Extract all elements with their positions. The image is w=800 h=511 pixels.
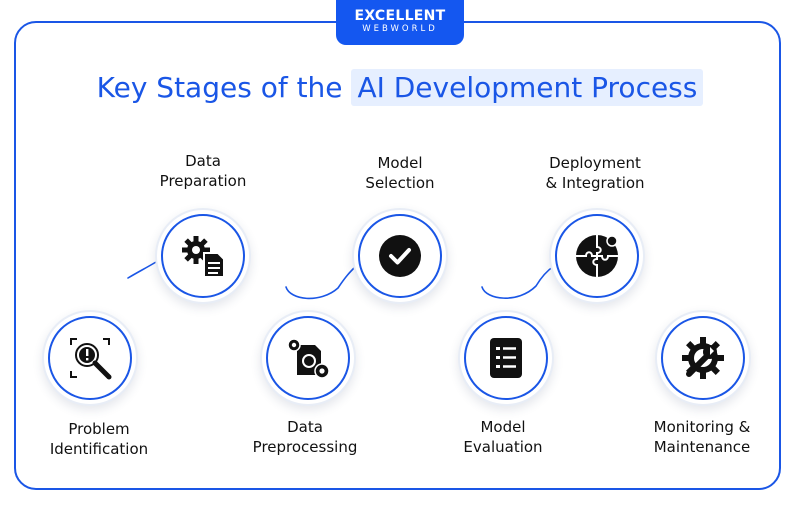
stage-label-data-preprocessing: Data Preprocessing	[220, 417, 390, 457]
brand-name-line1: EXCELLENT	[354, 8, 446, 24]
stage-label-problem-identification: Problem Identification	[14, 419, 184, 459]
stage-node-deployment-integration	[549, 208, 645, 304]
document-gears-icon	[287, 338, 330, 379]
brand-logo: EXCELLENT WEBWORLD	[336, 0, 464, 45]
stage-label-line1: Deployment	[549, 154, 641, 172]
wrench-gear-icon	[682, 337, 724, 379]
stage-label-line1: Model	[377, 154, 423, 172]
stage-label-line1: Data	[185, 152, 221, 170]
checklist-icon	[490, 338, 522, 378]
brand-name-line2: WEBWORLD	[362, 24, 438, 34]
stage-node-model-selection	[352, 208, 448, 304]
stage-label-line2: Preprocessing	[252, 438, 358, 456]
stage-label-line2: Identification	[49, 440, 149, 458]
stage-label-deployment-integration: Deployment & Integration	[510, 153, 680, 193]
stage-label-line1: Data	[287, 418, 323, 436]
stage-label-monitoring-maintenance: Monitoring & Maintenance	[617, 417, 787, 457]
stage-label-model-evaluation: Model Evaluation	[418, 417, 588, 457]
stage-node-monitoring-maintenance	[655, 310, 751, 406]
stage-label-line1: Model	[480, 418, 526, 436]
stage-label-line2: Selection	[365, 174, 435, 192]
search-warning-icon	[70, 338, 112, 380]
title-highlight: AI Development Process	[351, 69, 704, 106]
connector-evaluation-to-deployment	[481, 265, 555, 299]
page-title: Key Stages of the AI Development Process	[0, 69, 800, 106]
stage-label-line1: Problem	[68, 420, 130, 438]
stage-node-model-evaluation	[458, 310, 554, 406]
puzzle-icon	[576, 235, 618, 277]
stage-label-line2: Evaluation	[463, 438, 543, 456]
stage-label-line2: & Integration	[545, 174, 645, 192]
stage-node-data-preparation	[155, 208, 251, 304]
check-circle-icon	[379, 235, 421, 277]
connector-preprocessing-to-selection	[285, 265, 357, 300]
connector-to-preparation	[127, 261, 157, 279]
gear-document-icon	[182, 236, 225, 278]
stage-label-line1: Monitoring &	[653, 418, 751, 436]
stage-label-data-preparation: Data Preparation	[118, 151, 288, 191]
title-prefix: Key Stages of the	[96, 71, 352, 104]
stage-node-data-preprocessing	[260, 310, 356, 406]
stage-node-problem-identification	[42, 310, 138, 406]
stage-label-model-selection: Model Selection	[315, 153, 485, 193]
stage-label-line2: Preparation	[159, 172, 247, 190]
stage-label-line2: Maintenance	[653, 438, 751, 456]
